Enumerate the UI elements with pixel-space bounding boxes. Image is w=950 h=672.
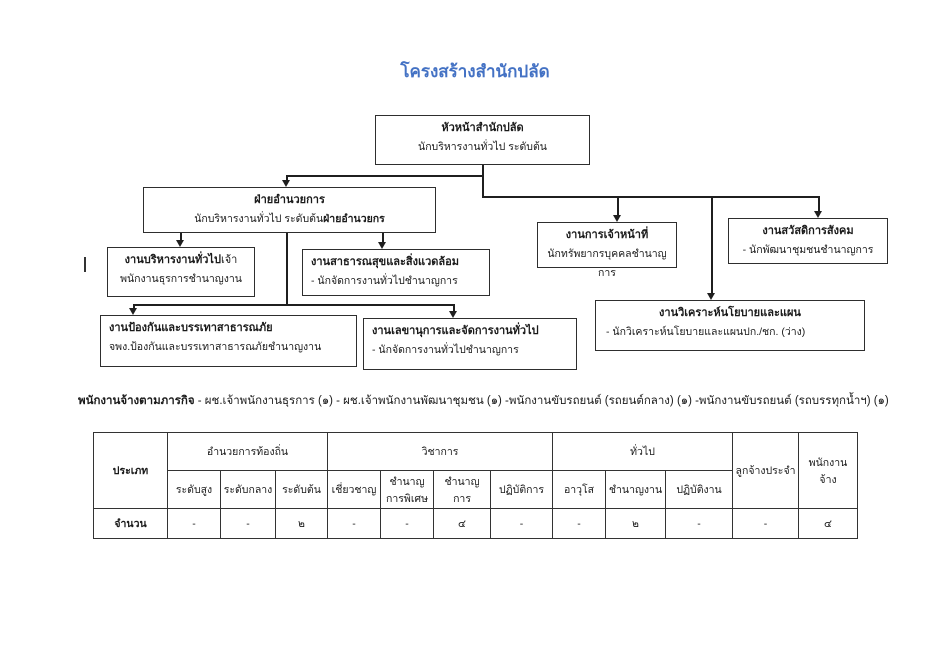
org-node-division-subtitle: นักบริหารงานทั่วไป ระดับต้นฝ่ายอำนวยกร [150, 210, 429, 228]
org-node-public-health-title: งานสาธารณสุขและสิ่งแวดล้อม [311, 256, 460, 268]
org-node-secretary-title: งานเลขานุการและจัดการงานทั่วไป [372, 325, 539, 337]
value-cell: - [167, 508, 221, 539]
org-node-head: หัวหน้าสำนักปลัด นักบริหารงานทั่วไป ระดั… [375, 115, 590, 165]
header-permanent-employee: ลูกจ้างประจำ [732, 432, 800, 509]
org-node-secretary: งานเลขานุการและจัดการงานทั่วไป - นักจัดก… [363, 318, 577, 370]
connector-left-branch [286, 175, 483, 177]
org-node-personnel-title: งานการเจ้าหน้าที่ [565, 229, 649, 241]
summary-table: ประเภท อำนวยการท้องถิ่น วิชาการ ทั่วไป ล… [93, 432, 859, 539]
header-group-local-admin: อำนวยการท้องถิ่น [166, 432, 329, 471]
arrow-to-welfare [814, 211, 822, 218]
connector-division-lower-stem [286, 233, 288, 304]
header-cell: ระดับสูง [167, 470, 221, 509]
value-cell: ๒ [274, 508, 329, 539]
value-cell: - [665, 508, 734, 539]
value-cell: - [220, 508, 276, 539]
connector-personnel-drop [617, 196, 619, 215]
staffing-note-label: พนักงานจ้างตามภารกิจ [78, 395, 195, 407]
value-cell: ๔ [433, 508, 492, 539]
header-group-general: ทั่วไป [552, 432, 734, 471]
general-admin-title-regular: เจ้า [220, 254, 238, 266]
header-cell: ปฏิบัติงาน [665, 470, 734, 509]
org-node-policy-title: งานวิเคราะห์นโยบายและแผน [659, 307, 801, 319]
header-cell: ระดับกลาง [220, 470, 276, 509]
org-node-general-admin-subtitle: พนักงานธุรการชำนาญงาน [120, 273, 242, 286]
arrow-to-policy [707, 293, 715, 300]
arrow-to-division [282, 180, 290, 187]
value-cell: - [490, 508, 554, 539]
org-node-personnel: งานการเจ้าหน้าที่ นักทรัพยากรบุคคลชำนาญก… [537, 222, 677, 279]
arrow-to-personnel [613, 215, 621, 222]
org-node-division-title: ฝ่ายอำนวยการ [254, 194, 325, 206]
org-node-welfare-subtitle: - นักพัฒนาชุมชนชำนาญการ [742, 244, 874, 257]
org-node-disaster: งานป้องกันและบรรเทาสาธารณภัย จพง.ป้องกัน… [100, 315, 357, 367]
value-cell: ๒ [605, 508, 667, 539]
connector-head-stem [482, 165, 484, 196]
arrow-to-secretary [449, 311, 457, 318]
value-cell: - [552, 508, 607, 539]
header-cell: เชี่ยวชาญ [327, 470, 382, 509]
connector-lower-branch [133, 304, 453, 306]
header-contract-employee: พนักงานจ้าง [798, 432, 859, 509]
org-node-head-title: หัวหน้าสำนักปลัด [441, 122, 524, 134]
value-cell: - [732, 508, 800, 539]
table-group-header-row: ประเภท อำนวยการท้องถิ่น วิชาการ ทั่วไป ล… [93, 432, 859, 509]
header-cell: ชำนาญการพิเศษ [380, 470, 435, 509]
org-node-general-admin-title: งานบริหารงานทั่วไปเจ้า [114, 251, 248, 270]
header-cell: ชำนาญการ [433, 470, 492, 509]
org-node-policy: งานวิเคราะห์นโยบายและแผน - นักวิเคราะห์น… [595, 300, 865, 351]
org-node-disaster-subtitle: จพง.ป้องกันและบรรเทาสาธารณภัยชำนาญงาน [109, 341, 322, 354]
connector-welfare-drop [818, 196, 820, 211]
arrow-to-general-admin [176, 240, 184, 247]
org-node-personnel-subtitle: นักทรัพยากรบุคคลชำนาญการ [547, 248, 667, 279]
org-node-disaster-title: งานป้องกันและบรรเทาสาธารณภัย [109, 322, 273, 334]
connector-secretary-drop [453, 304, 455, 312]
value-cell: ๔ [798, 508, 859, 539]
org-node-public-health-subtitle: - นักจัดการงานทั่วไปชำนาญการ [311, 275, 458, 288]
staffing-note-text: - ผช.เจ้าพนักงานธุรการ (๑) - ผช.เจ้าพนัก… [194, 395, 889, 407]
division-subtitle-regular: นักบริหารงานทั่วไป ระดับต้น [194, 213, 324, 226]
division-subtitle-bold: ฝ่ายอำนวยกร [323, 213, 385, 226]
summary-table-wrapper: ประเภท อำนวยการท้องถิ่น วิชาการ ทั่วไป ล… [93, 432, 859, 539]
connector-policy-drop [711, 196, 713, 293]
header-cell: ปฏิบัติการ [490, 470, 554, 509]
org-node-division: ฝ่ายอำนวยการ นักบริหารงานทั่วไป ระดับต้น… [143, 187, 436, 233]
org-node-head-subtitle: นักบริหารงานทั่วไป ระดับต้น [418, 141, 547, 154]
arrow-to-public-health [378, 242, 386, 249]
row-label: จำนวน [93, 508, 168, 539]
connector-right-branch [482, 196, 818, 198]
connector-health-drop [382, 233, 384, 243]
connector-genadmin-drop [180, 233, 182, 241]
org-node-welfare-title: งานสวัสดิการสังคม [762, 225, 854, 237]
connector-disaster-drop [133, 304, 135, 309]
page-title: โครงสร้างสำนักปลัด [400, 62, 550, 81]
table-value-row: จำนวน - - ๒ - - ๔ - - ๒ - - ๔ [93, 508, 859, 539]
header-type: ประเภท [93, 432, 168, 509]
connector-division-drop [286, 175, 288, 181]
header-group-academic: วิชาการ [327, 432, 554, 471]
org-node-public-health: งานสาธารณสุขและสิ่งแวดล้อม - นักจัดการงา… [302, 249, 490, 296]
org-node-policy-subtitle: - นักวิเคราะห์นโยบายและแผนปก./ชก. (ว่าง) [606, 326, 806, 339]
general-admin-title-bold: งานบริหารงานทั่วไป [124, 254, 221, 266]
stray-mark [84, 257, 86, 272]
value-cell: - [380, 508, 435, 539]
arrow-to-disaster [129, 308, 137, 315]
header-cell: อาวุโส [552, 470, 607, 509]
staffing-note: พนักงานจ้างตามภารกิจ - ผช.เจ้าพนักงานธุร… [78, 392, 928, 410]
org-node-general-admin: งานบริหารงานทั่วไปเจ้า พนักงานธุรการชำนา… [107, 247, 255, 297]
org-node-welfare: งานสวัสดิการสังคม - นักพัฒนาชุมชนชำนาญกา… [728, 218, 888, 264]
value-cell: - [327, 508, 382, 539]
org-node-secretary-subtitle: - นักจัดการงานทั่วไปชำนาญการ [372, 344, 519, 357]
table-sub-header-row: ระดับสูง ระดับกลาง ระดับต้น เชี่ยวชาญ ชำ… [94, 470, 858, 509]
header-cell: ระดับต้น [274, 470, 329, 509]
header-cell: ชำนาญงาน [605, 470, 667, 509]
